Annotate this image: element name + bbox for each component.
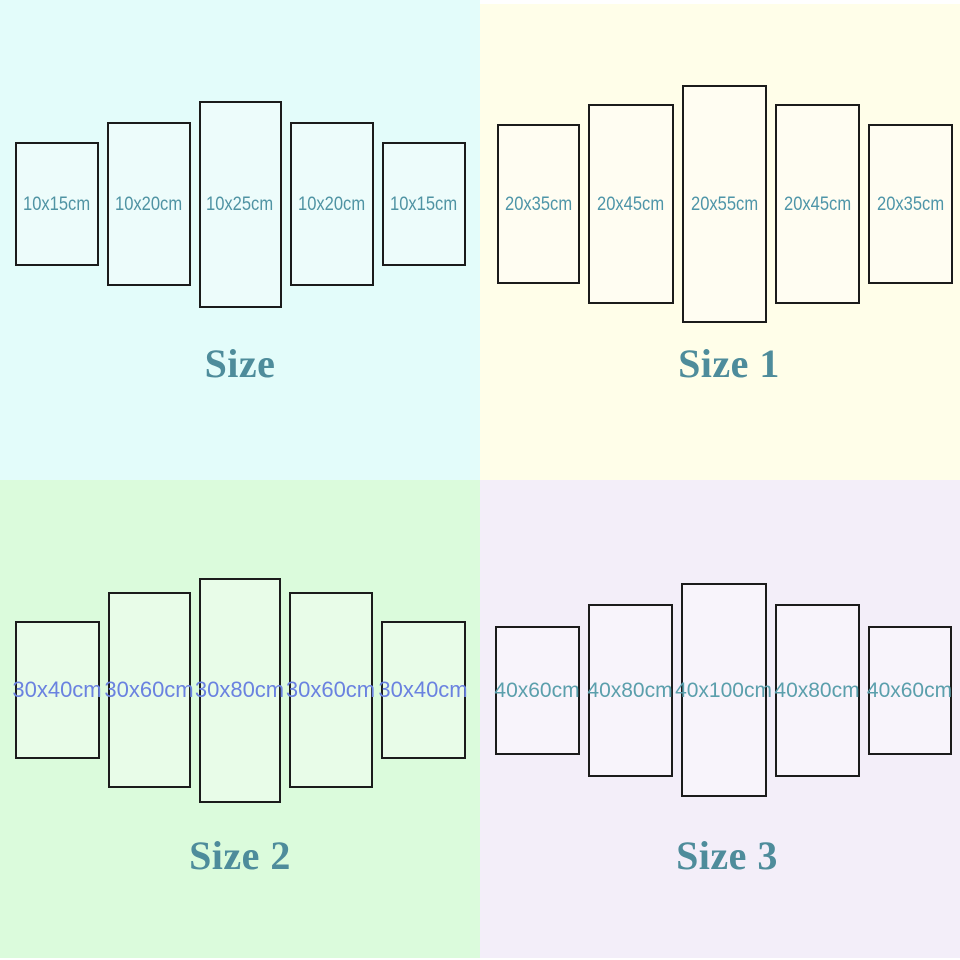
panel-size-label: 10x20cm: [297, 193, 366, 215]
quadrant-title: Size 2: [189, 833, 291, 878]
panel-size-label: 20x55cm: [690, 193, 759, 215]
size-panel: 40x60cm: [494, 625, 580, 755]
size-panel: 10x20cm: [106, 122, 191, 286]
panel-size-label: 30x40cm: [378, 677, 468, 702]
size-panel: 40x80cm: [587, 603, 673, 777]
size-panel: 20x45cm: [588, 104, 674, 304]
size-panel: 20x55cm: [682, 85, 767, 323]
size-panel: 20x35cm: [868, 124, 953, 284]
panel-size-label: 40x60cm: [866, 678, 953, 702]
size-chart-quadrant-size: 10x15cm 10x20cm 10x25cm 10x20cm 10x15cm Size: [0, 0, 480, 480]
panel-size-label: 20x35cm: [504, 193, 573, 215]
size-panel: 20x45cm: [775, 104, 860, 304]
size-panel: 30x60cm: [285, 592, 376, 788]
size-panel: 40x80cm: [774, 603, 860, 777]
size-panel: 10x15cm: [381, 142, 466, 266]
panel-size-label: 40x60cm: [494, 678, 580, 702]
panel-size-label: 30x80cm: [194, 677, 285, 702]
size-panel: 10x20cm: [289, 122, 374, 286]
quadrant-title: Size 3: [676, 833, 778, 878]
panel-size-label: 40x80cm: [587, 678, 673, 702]
size-panel: 10x15cm: [14, 142, 99, 266]
size-panel: 30x60cm: [104, 592, 194, 788]
size-panel: 30x80cm: [195, 577, 284, 803]
size-panel: 30x40cm: [378, 621, 468, 759]
panel-size-label: 10x15cm: [389, 193, 458, 215]
panel-size-label: 40x80cm: [774, 678, 860, 702]
panel-size-label: 30x60cm: [285, 677, 376, 702]
panel-size-label: 20x45cm: [597, 193, 665, 215]
size-panel: 20x35cm: [497, 124, 580, 284]
panel-size-label: 20x35cm: [876, 193, 945, 215]
size-panel: 40x100cm: [675, 583, 772, 797]
panel-size-label: 10x25cm: [206, 193, 274, 215]
size-panel: 10x25cm: [198, 100, 282, 308]
panel-size-label: 40x100cm: [675, 678, 772, 702]
size-chart-quadrant-size-1: 20x35cm 20x45cm 20x55cm 20x45cm 20x35cm Size…: [480, 0, 960, 480]
size-panel: 30x40cm: [12, 621, 102, 759]
size-panel: 40x60cm: [866, 625, 953, 755]
quadrant-title: Size 1: [678, 341, 780, 386]
panel-size-label: 10x15cm: [22, 193, 91, 215]
panel-size-label: 10x20cm: [114, 193, 183, 215]
panel-size-label: 30x60cm: [104, 677, 194, 702]
quadrant-title: Size: [204, 341, 276, 386]
panel-size-label: 30x40cm: [12, 677, 102, 702]
panel-size-label: 20x45cm: [783, 193, 852, 215]
